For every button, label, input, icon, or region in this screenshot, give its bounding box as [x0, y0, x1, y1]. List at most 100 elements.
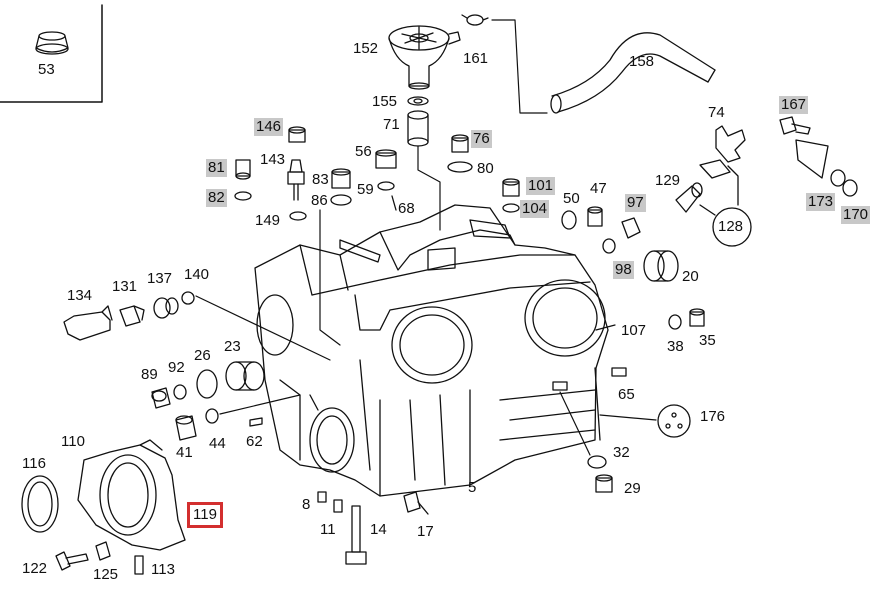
clamp-161-part [461, 14, 489, 26]
part-label-80[interactable]: 80 [477, 160, 494, 177]
washer-149-part [289, 211, 307, 221]
plug-89-part [151, 387, 171, 409]
sender-134-part [63, 305, 113, 341]
part-label-149[interactable]: 149 [255, 212, 281, 229]
seal-cover-110-part [77, 439, 186, 551]
part-label-44[interactable]: 44 [209, 435, 226, 452]
part-label-38[interactable]: 38 [667, 338, 684, 355]
part-label-92[interactable]: 92 [168, 359, 185, 376]
part-label-146[interactable]: 146 [254, 118, 284, 136]
washer-104-part [502, 203, 520, 213]
part-label-26[interactable]: 26 [194, 347, 211, 364]
cover-176-part [657, 404, 691, 438]
sleeve-8-part [317, 491, 327, 503]
part-label-29[interactable]: 29 [624, 480, 641, 497]
washer-86-part [330, 194, 352, 206]
part-label-8[interactable]: 8 [302, 496, 311, 513]
part-label-167[interactable]: 167 [779, 96, 809, 114]
part-label-176[interactable]: 176 [700, 408, 726, 425]
sensor-143-part [287, 159, 305, 201]
washer-155-part [407, 96, 429, 106]
bolt-17-part [403, 491, 429, 515]
part-label-128[interactable]: 128 [718, 218, 744, 235]
part-label-152[interactable]: 152 [353, 40, 379, 57]
part-label-59[interactable]: 59 [357, 181, 374, 198]
ring-20-part [643, 250, 679, 282]
part-label-161[interactable]: 161 [463, 50, 489, 67]
part-label-14[interactable]: 14 [370, 521, 387, 538]
plug-76-part [451, 134, 469, 153]
part-label-81[interactable]: 81 [206, 159, 227, 177]
callout-128-part [712, 207, 752, 247]
pin-65-part [611, 367, 627, 377]
part-label-89[interactable]: 89 [141, 366, 158, 383]
plug-81-part [235, 159, 251, 180]
ring-38-part [668, 314, 682, 330]
part-label-41[interactable]: 41 [176, 444, 193, 461]
part-label-97[interactable]: 97 [625, 194, 646, 212]
part-label-143[interactable]: 143 [260, 151, 286, 168]
part-label-125[interactable]: 125 [93, 566, 119, 583]
part-label-173[interactable]: 173 [806, 193, 836, 211]
part-label-155[interactable]: 155 [372, 93, 398, 110]
part-label-35[interactable]: 35 [699, 332, 716, 349]
part-label-76[interactable]: 76 [471, 130, 492, 148]
part-label-74[interactable]: 74 [708, 104, 725, 121]
part-label-47[interactable]: 47 [590, 180, 607, 197]
ring-92-part [173, 384, 187, 400]
part-label-113[interactable]: 113 [151, 561, 175, 578]
part-label-122[interactable]: 122 [22, 560, 48, 577]
part-label-11[interactable]: 11 [320, 521, 336, 538]
part-label-65[interactable]: 65 [618, 386, 635, 403]
part-label-158[interactable]: 158 [629, 53, 655, 70]
sleeve-23-part [225, 361, 265, 391]
washer-80-part [447, 161, 473, 173]
part-label-83[interactable]: 83 [312, 171, 329, 188]
part-label-5[interactable]: 5 [468, 479, 477, 496]
union-129-part [675, 182, 703, 213]
plug-83-part [331, 168, 351, 189]
seal-116-part [21, 475, 59, 533]
mount-bracket-part [795, 139, 829, 179]
part-label-56[interactable]: 56 [355, 143, 372, 160]
breather-152-part [388, 25, 461, 90]
part-label-62[interactable]: 62 [246, 433, 263, 450]
part-label-110[interactable]: 110 [61, 433, 85, 450]
part-label-137[interactable]: 137 [147, 270, 173, 287]
part-label-86[interactable]: 86 [311, 192, 328, 209]
plug-35-part [689, 308, 705, 327]
part-label-129[interactable]: 129 [655, 172, 681, 189]
part-label-107[interactable]: 107 [621, 322, 647, 339]
part-label-53[interactable]: 53 [38, 61, 55, 78]
plug-41-part [175, 415, 197, 441]
part-label-98[interactable]: 98 [613, 261, 634, 279]
plug-56-part [375, 149, 397, 169]
plug-47-part [587, 206, 603, 227]
part-label-71[interactable]: 71 [383, 116, 400, 133]
part-label-134[interactable]: 134 [67, 287, 93, 304]
ring-44-part [205, 408, 219, 424]
washer-82-part [234, 191, 252, 201]
stud-113-part [134, 555, 144, 575]
part-label-170[interactable]: 170 [841, 206, 871, 224]
part-label-131[interactable]: 131 [112, 278, 138, 295]
part-label-68[interactable]: 68 [398, 200, 415, 217]
ring-98-part [602, 238, 616, 254]
part-label-119-selected[interactable]: 119 [187, 502, 223, 528]
part-label-50[interactable]: 50 [563, 190, 580, 207]
crankcase-block [254, 204, 609, 497]
part-label-23[interactable]: 23 [224, 338, 241, 355]
part-label-32[interactable]: 32 [613, 444, 630, 461]
part-label-140[interactable]: 140 [184, 266, 210, 283]
part-label-101[interactable]: 101 [526, 177, 556, 195]
part-label-20[interactable]: 20 [682, 268, 699, 285]
plug-101-part [502, 178, 520, 197]
ring-140-part [181, 291, 195, 305]
washer-59-part [377, 181, 395, 191]
part-label-17[interactable]: 17 [417, 523, 434, 540]
washer-125-part [95, 541, 111, 561]
part-label-116[interactable]: 116 [22, 455, 46, 472]
part-label-104[interactable]: 104 [520, 200, 550, 218]
part-label-82[interactable]: 82 [206, 189, 227, 207]
